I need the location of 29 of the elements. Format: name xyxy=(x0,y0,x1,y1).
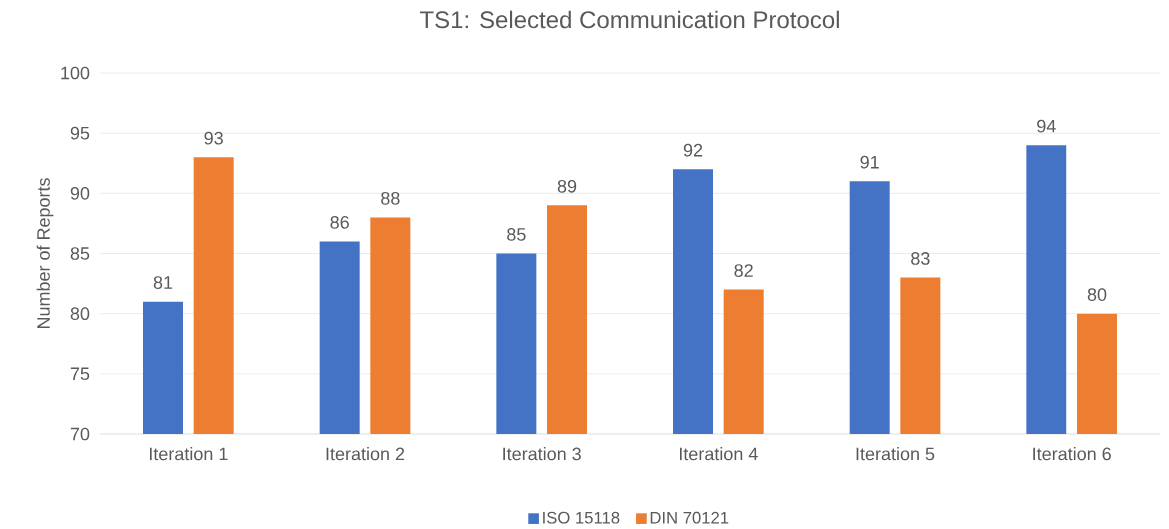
legend-label: DIN 70121 xyxy=(650,511,729,524)
data-label: 82 xyxy=(734,264,753,277)
legend-label: ISO 15118 xyxy=(543,511,620,524)
data-label: 94 xyxy=(1037,119,1056,133)
data-label: 88 xyxy=(381,191,400,205)
x-tick-label: Iteration 2 xyxy=(326,447,405,461)
y-tick-label: 75 xyxy=(70,367,90,381)
y-tick-label: 90 xyxy=(70,186,90,200)
x-tick-label: Iteration 3 xyxy=(503,447,581,461)
x-tick-label: Iteration 1 xyxy=(149,447,228,461)
y-tick-label: 80 xyxy=(70,307,90,321)
data-label: 86 xyxy=(330,216,349,229)
data-label: 89 xyxy=(557,179,577,193)
x-tick-label: Iteration 5 xyxy=(856,447,935,461)
chart-title: TS1: Selected Communication Protocol xyxy=(420,10,839,29)
data-label: 80 xyxy=(1087,288,1107,301)
data-label: 85 xyxy=(507,228,526,241)
x-tick-label: Iteration 4 xyxy=(679,447,758,461)
y-tick-label: 100 xyxy=(61,66,90,80)
x-tick-label: Iteration 6 xyxy=(1033,447,1111,461)
y-tick-label: 95 xyxy=(70,126,90,140)
data-label: 93 xyxy=(204,131,223,145)
data-label: 81 xyxy=(153,276,173,289)
y-tick-label: 85 xyxy=(70,247,90,260)
y-axis-title: Number of Reports xyxy=(36,178,54,329)
data-label: 91 xyxy=(860,155,879,169)
data-label: 83 xyxy=(911,252,930,265)
y-tick-label: 70 xyxy=(70,427,90,441)
data-label: 92 xyxy=(683,143,703,157)
